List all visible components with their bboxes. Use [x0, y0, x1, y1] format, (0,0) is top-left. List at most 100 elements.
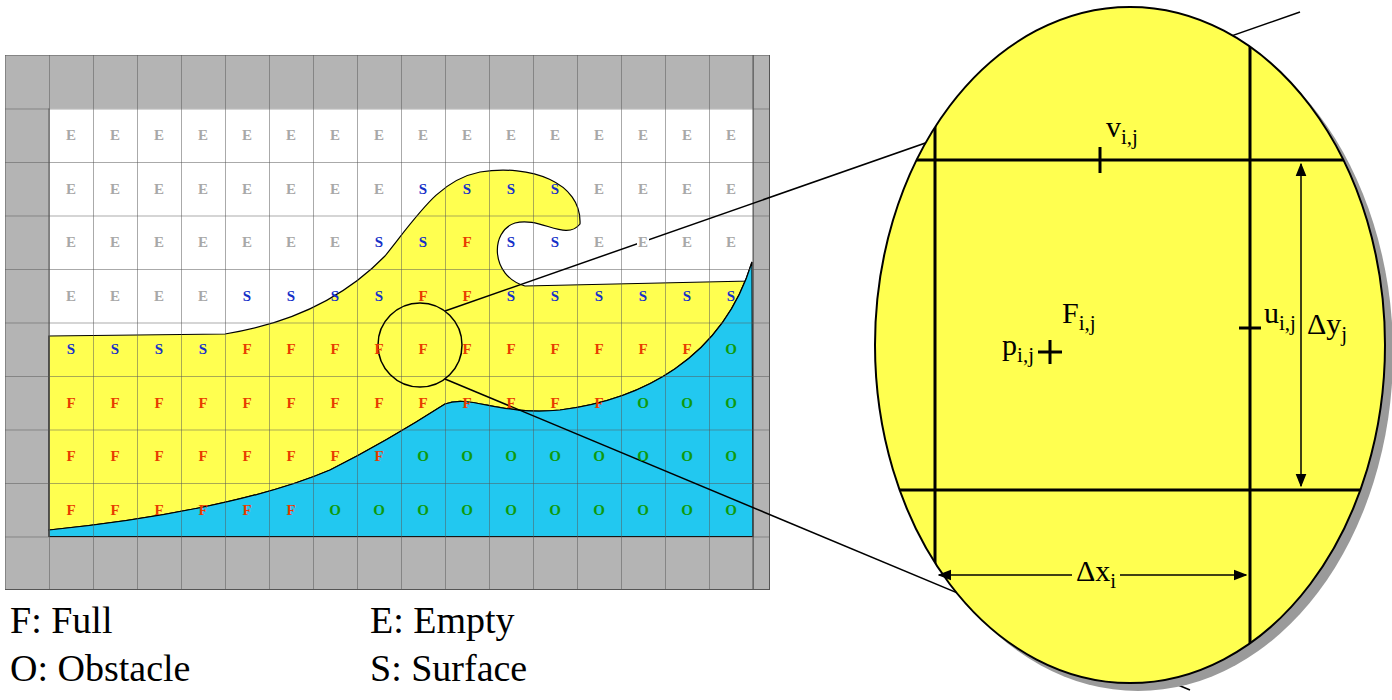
full-cell-label: F [505, 395, 516, 410]
obstacle-cell-label: O [460, 449, 474, 464]
empty-cell-label: E [329, 128, 341, 143]
obstacle-cell-label: O [592, 502, 606, 517]
grid-line [753, 55, 754, 590]
full-cell-label: F [461, 235, 472, 250]
full-cell-label: F [417, 342, 428, 357]
obstacle-cell-label: O [680, 395, 694, 410]
surface-cell-label: S [242, 288, 252, 303]
empty-cell-label: E [373, 181, 385, 196]
math-label: Δyj [1307, 307, 1347, 344]
empty-cell-label: E [637, 235, 649, 250]
empty-cell-label: E [461, 128, 473, 143]
empty-cell-label: E [681, 235, 693, 250]
empty-cell-label: E [153, 181, 165, 196]
full-cell-label: F [65, 449, 76, 464]
legend-text: S: Surface [370, 646, 527, 690]
empty-cell-label: E [549, 128, 561, 143]
empty-cell-label: E [65, 181, 77, 196]
surface-cell-label: S [154, 342, 164, 357]
full-cell-label: F [461, 395, 472, 410]
cell-center-mark [1038, 340, 1062, 364]
math-label: Δxi [1072, 554, 1120, 591]
obstacle-cell-label: O [504, 449, 518, 464]
empty-cell-label: E [681, 181, 693, 196]
full-cell-label: F [65, 395, 76, 410]
surface-cell-label: S [550, 288, 560, 303]
empty-cell-label: E [109, 181, 121, 196]
surface-cell-label: S [374, 288, 384, 303]
full-cell-label: F [285, 342, 296, 357]
full-cell-label: F [329, 449, 340, 464]
surface-cell-label: S [726, 288, 736, 303]
obstacle-cell-label: O [724, 502, 738, 517]
empty-cell-label: E [637, 181, 649, 196]
math-subscript: j [1341, 322, 1347, 346]
surface-cell-label: S [286, 288, 296, 303]
zoom-circle [378, 303, 462, 387]
surface-cell-label: S [506, 288, 516, 303]
math-symbol: u [1264, 296, 1279, 329]
obstacle-cell-label: O [372, 502, 386, 517]
empty-cell-label: E [725, 181, 737, 196]
dimension-arrow [1300, 164, 1302, 486]
empty-cell-label: E [109, 288, 121, 303]
zoom-view [875, 7, 1385, 683]
math-symbol: v [1106, 110, 1121, 143]
full-cell-label: F [593, 395, 604, 410]
full-cell-label: F [373, 342, 384, 357]
grid-lines [5, 55, 770, 590]
full-cell-label: F [109, 395, 120, 410]
empty-cell-label: E [329, 181, 341, 196]
full-cell-label: F [153, 502, 164, 517]
math-label: vi,j [1106, 110, 1138, 147]
empty-cell-label: E [241, 235, 253, 250]
full-cell-label: F [681, 342, 692, 357]
empty-cell-label: E [593, 235, 605, 250]
empty-cell-label: E [725, 235, 737, 250]
full-cell-label: F [153, 449, 164, 464]
grid-line [769, 55, 770, 590]
surface-cell-label: S [638, 288, 648, 303]
surface-cell-label: S [550, 181, 560, 196]
surface-cell-label: S [462, 181, 472, 196]
full-cell-label: F [285, 502, 296, 517]
full-cell-label: F [65, 502, 76, 517]
empty-cell-label: E [197, 235, 209, 250]
empty-cell-label: E [197, 288, 209, 303]
math-label: pi,j [1002, 328, 1034, 365]
surface-cell-label: S [374, 235, 384, 250]
math-label: Fi,j [1062, 296, 1096, 333]
obstacle-cell-label: O [680, 502, 694, 517]
full-cell-label: F [241, 342, 252, 357]
surface-cell-label: S [550, 235, 560, 250]
empty-cell-label: E [637, 128, 649, 143]
empty-cell-label: E [593, 181, 605, 196]
math-subscript: i,j [1121, 125, 1138, 149]
empty-cell-label: E [109, 128, 121, 143]
obstacle-cell-label: O [636, 395, 650, 410]
full-cell-label: F [241, 395, 252, 410]
empty-cell-label: E [725, 128, 737, 143]
empty-cell-label: E [285, 235, 297, 250]
full-cell-label: F [461, 342, 472, 357]
legend-text: O: Obstacle [10, 646, 190, 690]
full-cell-label: F [329, 395, 340, 410]
full-cell-label: F [373, 449, 384, 464]
math-subscript: i [1110, 569, 1116, 593]
u-point-tick [1239, 327, 1261, 330]
obstacle-cell-label: O [592, 449, 606, 464]
obstacle-cell-label: O [328, 502, 342, 517]
empty-cell-label: E [681, 128, 693, 143]
math-subscript: i,j [1017, 343, 1034, 367]
empty-cell-label: E [285, 181, 297, 196]
obstacle-cell-label: O [548, 502, 562, 517]
empty-cell-label: E [65, 128, 77, 143]
full-cell-label: F [109, 449, 120, 464]
math-subscript: i,j [1079, 311, 1096, 335]
grid-line [5, 589, 770, 590]
obstacle-cell-label: O [636, 449, 650, 464]
full-cell-label: F [197, 395, 208, 410]
surface-cell-label: S [682, 288, 692, 303]
obstacle-cell-label: O [548, 449, 562, 464]
